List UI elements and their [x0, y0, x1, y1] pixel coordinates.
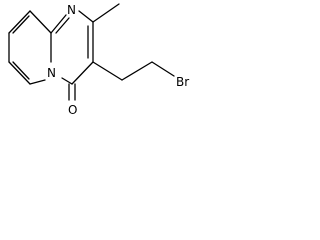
bond-c3-c4 [71, 61, 94, 85]
bond-n1-c2 [78, 10, 94, 23]
bond-ch2-ch2 [121, 61, 153, 81]
bond-c9-c8-double [12, 15, 30, 34]
bond-ch2-br [151, 61, 175, 77]
pyridine-ring [8, 10, 52, 85]
bond-c4-n5 [61, 77, 73, 85]
bond-c7-c6-double [12, 61, 30, 80]
bond-c9-c8 [8, 10, 31, 34]
molecule-structure: N N O Br [8, 3, 189, 117]
atom-label-carbonyl-o: O [68, 103, 77, 117]
bond-c3-ch2 [92, 61, 123, 81]
substituents [68, 3, 175, 101]
bond-c6-n5 [29, 79, 46, 85]
atom-label-ring-n: N [67, 3, 76, 17]
atom-label-bromine: Br [176, 75, 189, 89]
atom-label-bridge-n: N [47, 66, 56, 80]
bond-c9a-n1 [50, 14, 67, 34]
bond-c9a-n1-double [55, 17, 70, 34]
bond-c7-c6 [8, 61, 31, 85]
bond-c9a-c9 [29, 10, 52, 34]
pyrimidinone-ring [50, 10, 94, 85]
bond-c2-methyl [92, 3, 120, 23]
